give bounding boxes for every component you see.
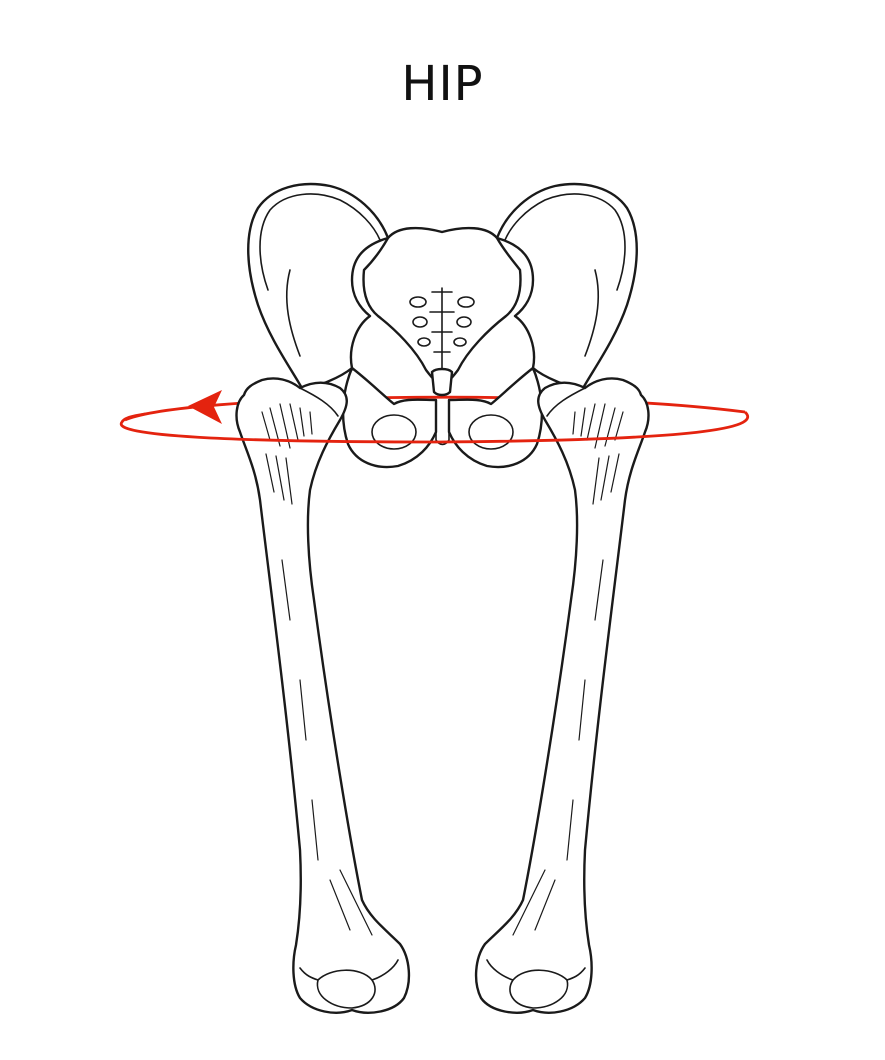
right-obturator-foramen [468,414,514,450]
right-femur [474,377,650,1014]
sacral-foramina [409,287,475,373]
left-pubis-ischium [341,366,438,469]
right-iliac-crest-inner [504,193,626,291]
pelvis [247,182,638,469]
left-iliac-crest-inner [259,193,381,291]
right-femoral-condyles [509,969,569,1009]
left-condyle-notch [299,959,399,981]
right-shaft-line-e [512,869,546,936]
left-trochanter-texture [261,403,313,505]
left-femur-shaft [235,377,411,1014]
pubic-symphysis [435,399,450,446]
left-femoral-condyles [316,969,376,1009]
left-shaft-line-e [339,869,373,936]
right-shaft-line-b [578,679,586,741]
right-femoral-head [546,387,586,417]
left-shaft-line-a [281,559,291,621]
right-pubis-ischium [447,366,544,469]
left-obturator-foramen [371,414,417,450]
left-shaft-line-b [299,679,307,741]
left-femur [235,377,411,1014]
left-shaft-line-d [329,879,351,931]
right-femur-shaft [474,377,650,1014]
coccyx [430,367,454,397]
right-shaft-line-a [594,559,604,621]
left-shaft-line-c [311,799,319,861]
right-iliac-fossa-line [584,269,600,357]
right-shaft-line-d [534,879,556,931]
right-ilium [495,182,638,392]
left-femoral-head [299,387,339,417]
right-shaft-line-c [566,799,574,861]
left-iliac-fossa-line [285,269,301,357]
right-condyle-notch [486,959,586,981]
rotation-ellipse-front [119,410,750,444]
rotation-arrow-icon [188,390,222,424]
page-title: HIP [401,56,484,112]
left-ilium [247,182,390,392]
